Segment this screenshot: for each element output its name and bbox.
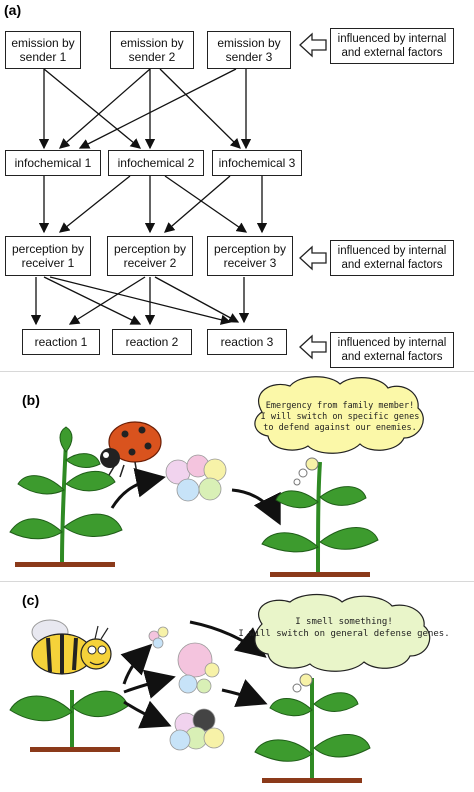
panel-b-illustration: (b) bbox=[0, 372, 474, 582]
receiver-2-box: perception by receiver 2 bbox=[107, 236, 193, 276]
panel-c-art: I smell something! I will switch on gene… bbox=[9, 593, 450, 783]
sender-1-box: emission by sender 1 bbox=[5, 31, 81, 69]
bubble-b-line-3: to defend against our enemies. bbox=[263, 423, 417, 433]
flow-arrows bbox=[30, 32, 327, 360]
bee-icon bbox=[31, 619, 112, 675]
odor-droplets-icon bbox=[165, 454, 227, 502]
panel-b-art: Emergency from family member! I will swi… bbox=[9, 376, 424, 577]
plant-icon bbox=[9, 426, 123, 567]
thought-bubble-icon bbox=[254, 376, 424, 454]
panel-c-illustration: (c) bbox=[0, 582, 474, 792]
infochemical-3-box: infochemical 3 bbox=[212, 150, 302, 176]
sender-2-box: emission by sender 2 bbox=[110, 31, 194, 69]
panel-b-label: (b) bbox=[22, 392, 40, 408]
influence-box-reactions: influenced by internal and external fact… bbox=[330, 332, 454, 368]
receiver-3-box: perception by receiver 3 bbox=[207, 236, 293, 276]
panel-c-label: (c) bbox=[22, 592, 40, 608]
reaction-1-box: reaction 1 bbox=[22, 329, 100, 355]
bubble-c-line-2: I will switch on general defense genes. bbox=[238, 629, 449, 639]
reaction-2-box: reaction 2 bbox=[112, 329, 192, 355]
bubble-b-line-1: Emergency from family member! bbox=[266, 401, 414, 411]
panel-a-flowchart: (a) bbox=[0, 0, 474, 372]
infochemical-1-box: infochemical 1 bbox=[5, 150, 101, 176]
panel-a-label: (a) bbox=[4, 2, 22, 18]
influence-box-senders: influenced by internal and external fact… bbox=[330, 28, 454, 64]
plant-icon bbox=[254, 673, 371, 783]
infochemical-2-box: infochemical 2 bbox=[108, 150, 204, 176]
bubble-c-line-1: I smell something! bbox=[295, 617, 393, 627]
sender-3-box: emission by sender 3 bbox=[207, 31, 291, 69]
influence-box-receivers: influenced by internal and external fact… bbox=[330, 240, 454, 276]
reaction-3-box: reaction 3 bbox=[207, 329, 287, 355]
receiver-1-box: perception by receiver 1 bbox=[5, 236, 91, 276]
odor-droplets-icon bbox=[148, 626, 225, 751]
thought-bubble-icon bbox=[254, 593, 431, 672]
bubble-b-line-2: I will switch on specific genes bbox=[261, 412, 420, 422]
plant-icon bbox=[261, 457, 379, 577]
ladybug-icon bbox=[100, 421, 162, 478]
plant-icon bbox=[9, 690, 129, 752]
